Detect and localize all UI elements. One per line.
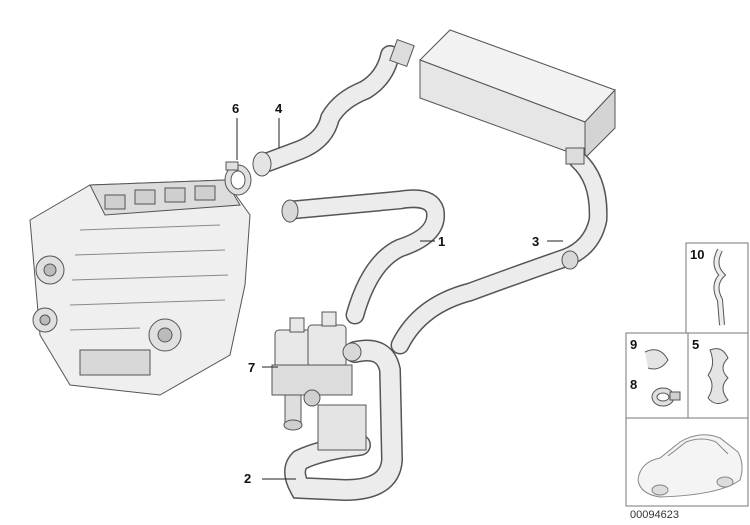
inset-part-10 [685, 242, 749, 334]
callout-2: 2 [244, 471, 252, 486]
callout-5: 5 [692, 337, 700, 352]
callout-8: 8 [630, 377, 638, 392]
hose-2 [284, 339, 404, 502]
inset-car [625, 417, 749, 507]
callout-4: 4 [275, 101, 283, 116]
engine-block [29, 179, 251, 396]
document-number: 00094623 [630, 509, 679, 521]
hose-4 [252, 38, 415, 177]
inset-parts-9-5-8 [625, 332, 749, 419]
heater-box [419, 29, 616, 160]
valve-7 [271, 311, 353, 431]
leader-lines [236, 118, 563, 480]
callout-3: 3 [532, 234, 540, 249]
callout-9: 9 [630, 337, 638, 352]
hose-1 [281, 189, 446, 325]
hose-3 [390, 147, 608, 355]
callout-1: 1 [438, 234, 446, 249]
clamp-6 [224, 161, 252, 196]
callout-7: 7 [248, 360, 256, 375]
callout-10: 10 [690, 247, 705, 262]
callout-6: 6 [232, 101, 240, 116]
